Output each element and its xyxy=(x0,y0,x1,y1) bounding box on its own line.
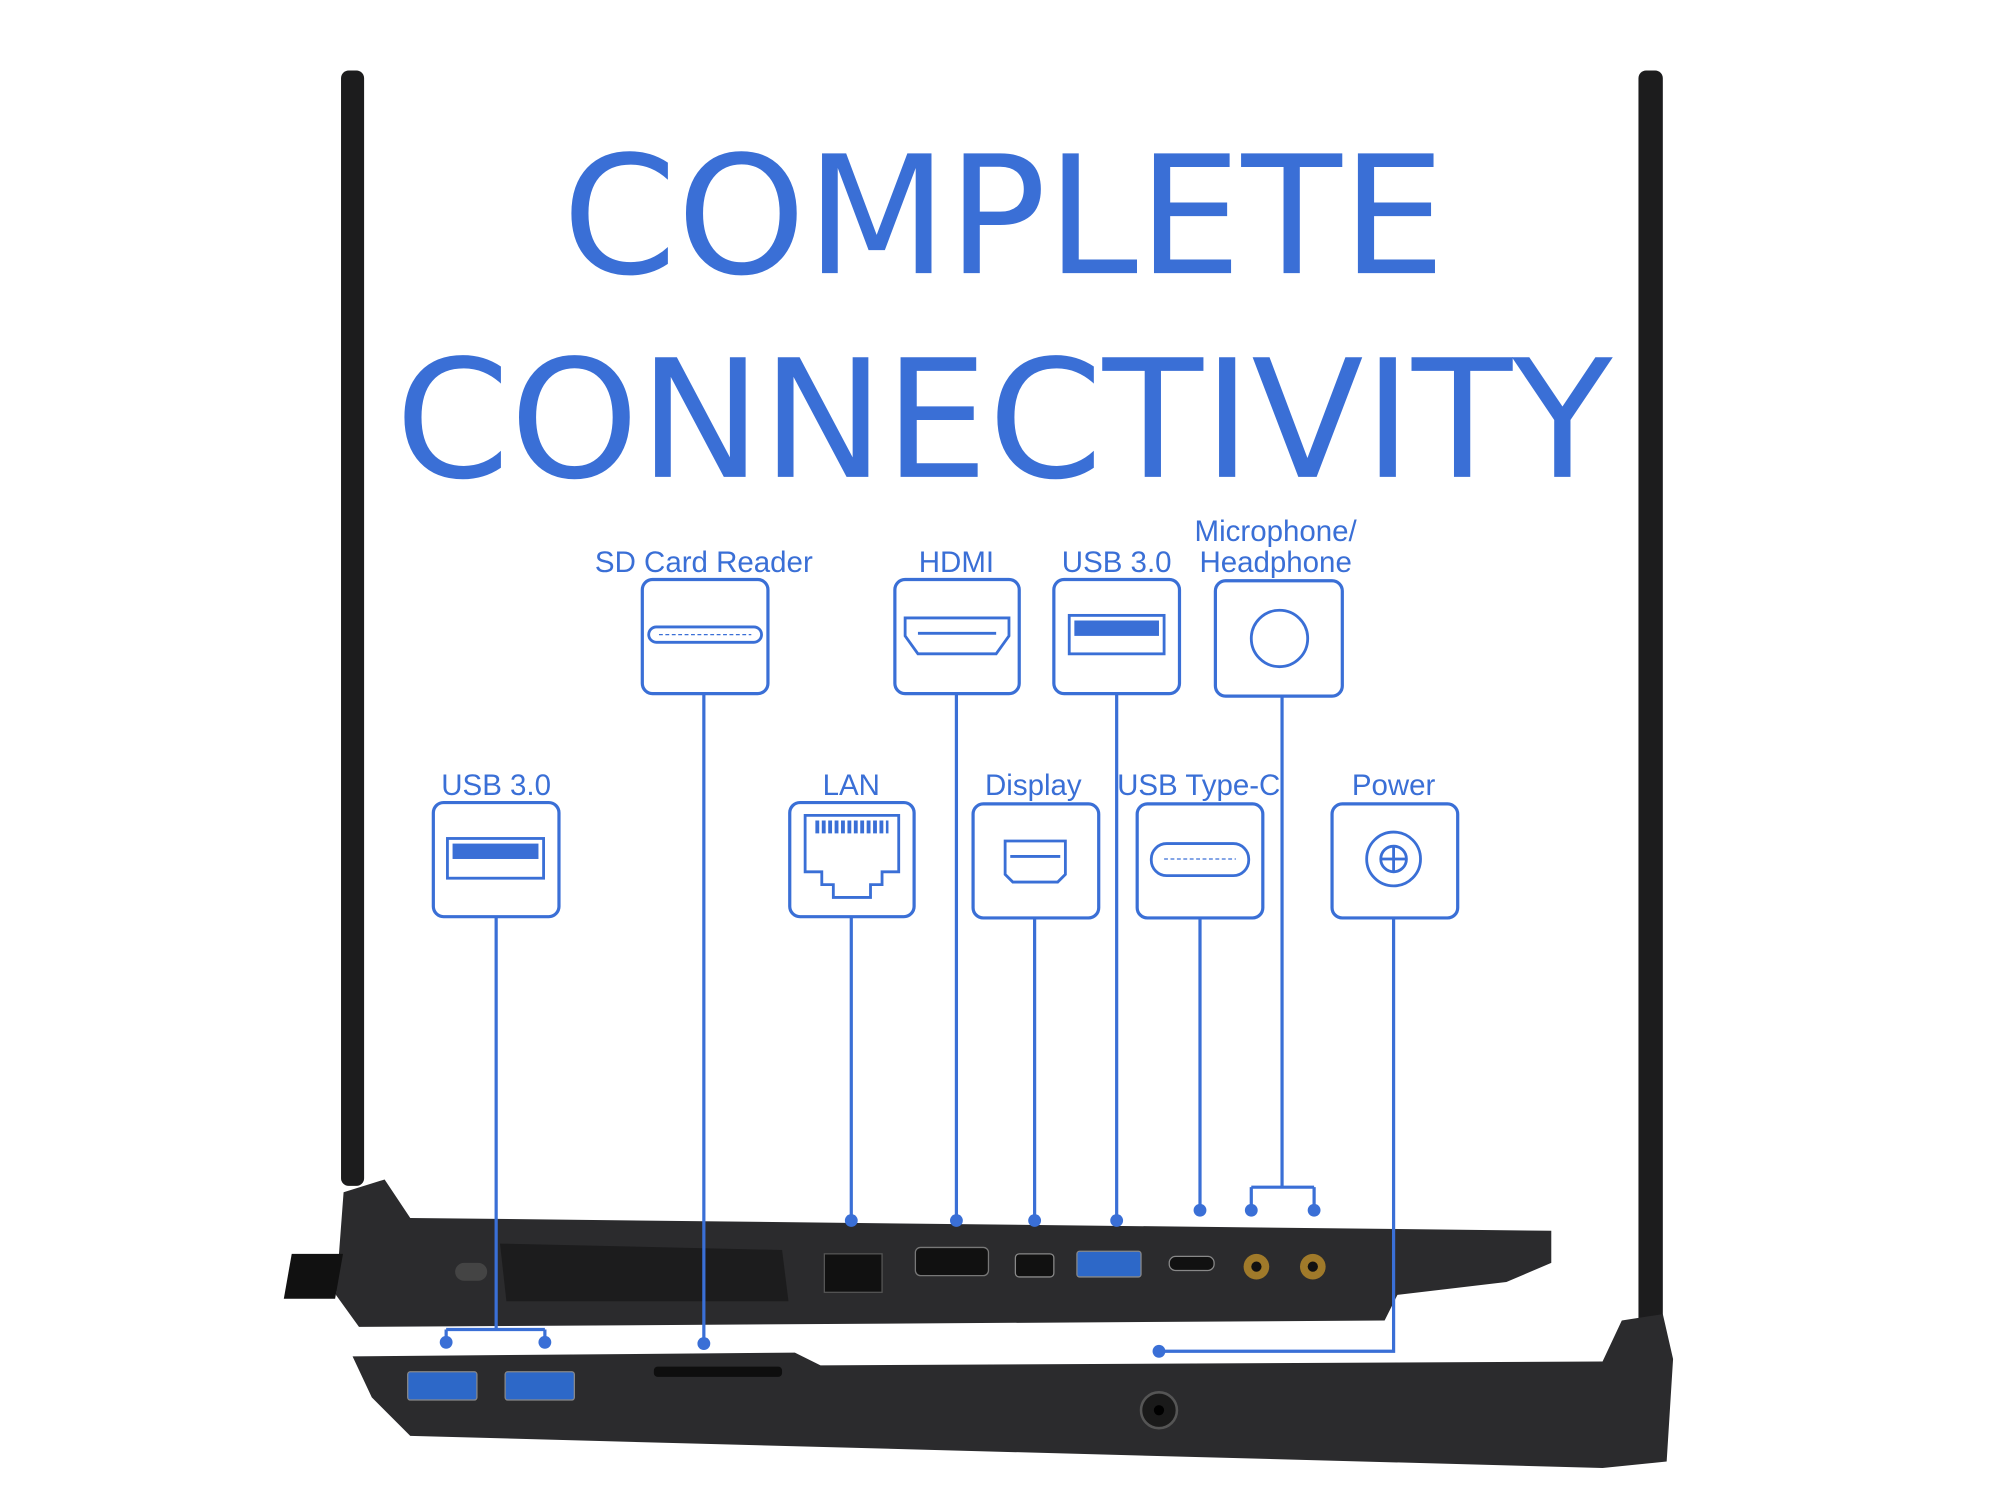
hdmi-port xyxy=(914,1246,990,1277)
usb-c-icon xyxy=(1149,842,1251,878)
display-port xyxy=(1014,1253,1055,1278)
usb-port-left-2 xyxy=(504,1371,576,1401)
usb-icon xyxy=(1067,613,1166,656)
laptop-right-side xyxy=(283,1179,1552,1327)
usb-port-left-1 xyxy=(407,1371,478,1401)
power-callout: Power xyxy=(1330,769,1460,920)
mic-headphone-callout: Microphone/ Headphone xyxy=(1195,515,1358,698)
usb30-right-callout: USB 3.0 xyxy=(1052,546,1182,696)
audio-jack-icon xyxy=(1249,608,1310,669)
lan-label: LAN xyxy=(823,769,880,802)
headline-line1: COMPLETE xyxy=(562,121,1445,312)
usb30-left-callout: USB 3.0 xyxy=(431,769,561,919)
mic-label-line2: Headphone xyxy=(1199,546,1351,579)
ethernet-icon xyxy=(803,813,901,899)
laptop-left-side xyxy=(352,1314,1674,1468)
hdmi-icon xyxy=(903,616,1011,656)
usb30-right-label: USB 3.0 xyxy=(1062,546,1172,579)
mini-displayport-icon xyxy=(1003,839,1067,884)
hdmi-callout: HDMI xyxy=(893,546,1021,696)
connector-lines xyxy=(439,693,1396,1358)
mic-label-line1: Microphone/ xyxy=(1195,515,1358,548)
usb-type-c-label: USB Type-C xyxy=(1117,769,1280,802)
power-label: Power xyxy=(1352,769,1436,802)
usb30-left-label: USB 3.0 xyxy=(441,769,551,802)
usb-c-port xyxy=(1168,1255,1215,1272)
lan-callout: LAN xyxy=(788,769,916,919)
sd-slot xyxy=(653,1366,783,1377)
left-screen-edge xyxy=(341,70,365,1186)
hdmi-label: HDMI xyxy=(919,546,994,579)
usb-icon xyxy=(446,837,545,880)
usb-type-c-callout: USB Type-C xyxy=(1117,769,1280,920)
display-label: Display xyxy=(985,769,1082,802)
usb-port-right xyxy=(1076,1250,1142,1278)
headline-line2: CONNECTIVITY xyxy=(395,325,1613,516)
sd-card-reader-label: SD Card Reader xyxy=(595,546,813,579)
sd-card-icon xyxy=(647,625,763,644)
sd-card-reader-callout: SD Card Reader xyxy=(595,546,813,696)
dc-power-icon xyxy=(1365,830,1422,888)
lan-port xyxy=(823,1253,883,1293)
display-callout: Display xyxy=(971,769,1101,920)
right-screen-edge xyxy=(1638,70,1663,1327)
